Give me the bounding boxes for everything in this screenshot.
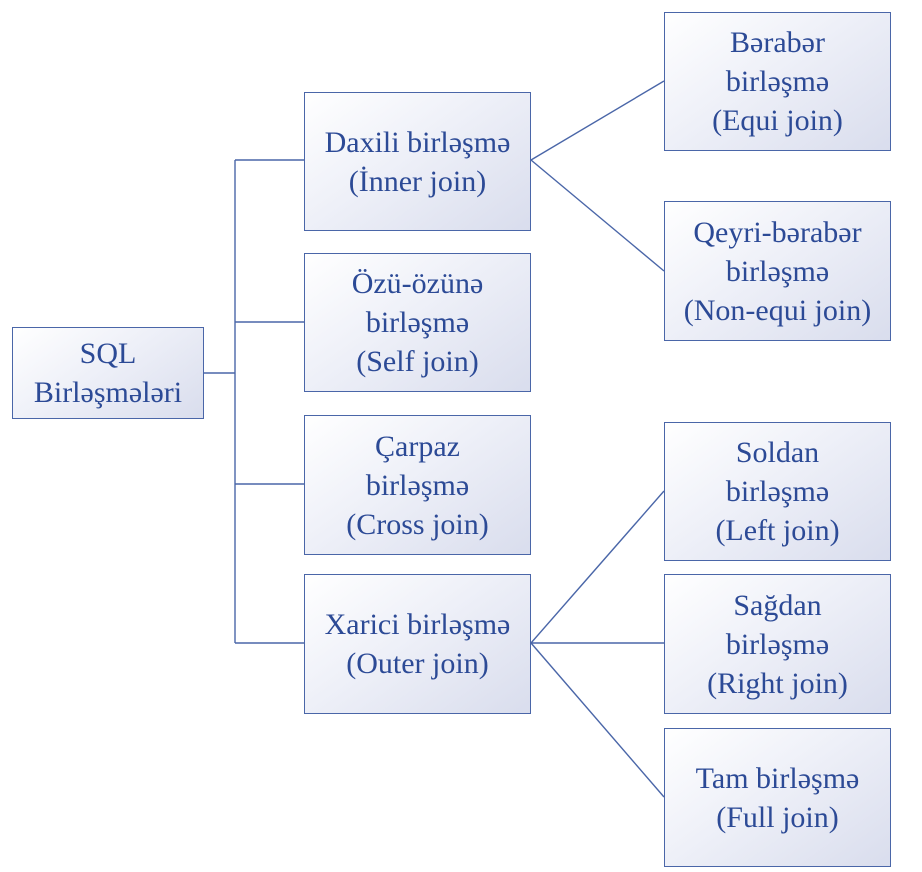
node-equi-join: Bərabər birləşmə (Equi join) <box>664 12 891 151</box>
node-outer-join: Xarici birləşmə (Outer join) <box>304 574 531 714</box>
connector-nonequi <box>530 159 665 272</box>
node-line: Soldan <box>735 436 820 469</box>
node-right-join: Sağdan birləşmə (Right join) <box>664 574 891 714</box>
node-line: Tam birləşmə <box>695 761 860 795</box>
node-line: birləşmə <box>725 65 830 98</box>
node-inner-join: Daxili birləşmə (İnner join) <box>304 92 531 231</box>
node-line: (Left join) <box>715 514 840 547</box>
node-line: (İnner join) <box>348 164 487 198</box>
node-line: (Outer join) <box>346 647 489 680</box>
node-line: birləşmə <box>365 468 470 502</box>
node-line: Sağdan <box>733 588 822 622</box>
node-line: birləşmə <box>725 475 830 508</box>
node-line: Birləşmələri <box>33 376 183 409</box>
node-line: (Non-equi join) <box>683 293 872 327</box>
connector-left <box>530 490 665 644</box>
node-cross-join: Çarpaz birləşmə (Cross join) <box>304 415 531 555</box>
connector-full <box>530 642 665 798</box>
node-line: birləşmə <box>725 254 830 288</box>
connector-equi <box>530 80 665 161</box>
node-left-join: Soldan birləşmə (Left join) <box>664 422 891 561</box>
node-line: Daxili birləşmə <box>324 125 511 159</box>
node-line: (Right join) <box>707 666 848 700</box>
node-line: Bərabər <box>730 26 825 59</box>
node-line: (Cross join) <box>346 507 489 541</box>
root-node: SQL Birləşmələri <box>12 327 204 419</box>
node-line: (Full join) <box>716 800 839 834</box>
node-line: Qeyri-bərabər <box>693 215 862 249</box>
node-line: (Self join) <box>356 345 479 378</box>
node-full-join: Tam birləşmə (Full join) <box>664 728 891 867</box>
node-line: Xarici birləşmə <box>324 608 511 641</box>
node-non-equi-join: Qeyri-bərabər birləşmə (Non-equi join) <box>664 201 891 341</box>
node-self-join: Özü-özünə birləşmə (Self join) <box>304 253 531 392</box>
node-line: Özü-özünə <box>351 267 484 300</box>
node-line: SQL <box>79 337 137 370</box>
node-line: birləşmə <box>725 627 830 661</box>
node-line: birləşmə <box>365 306 470 339</box>
node-line: (Equi join) <box>712 104 843 137</box>
node-line: Çarpaz <box>375 429 460 463</box>
